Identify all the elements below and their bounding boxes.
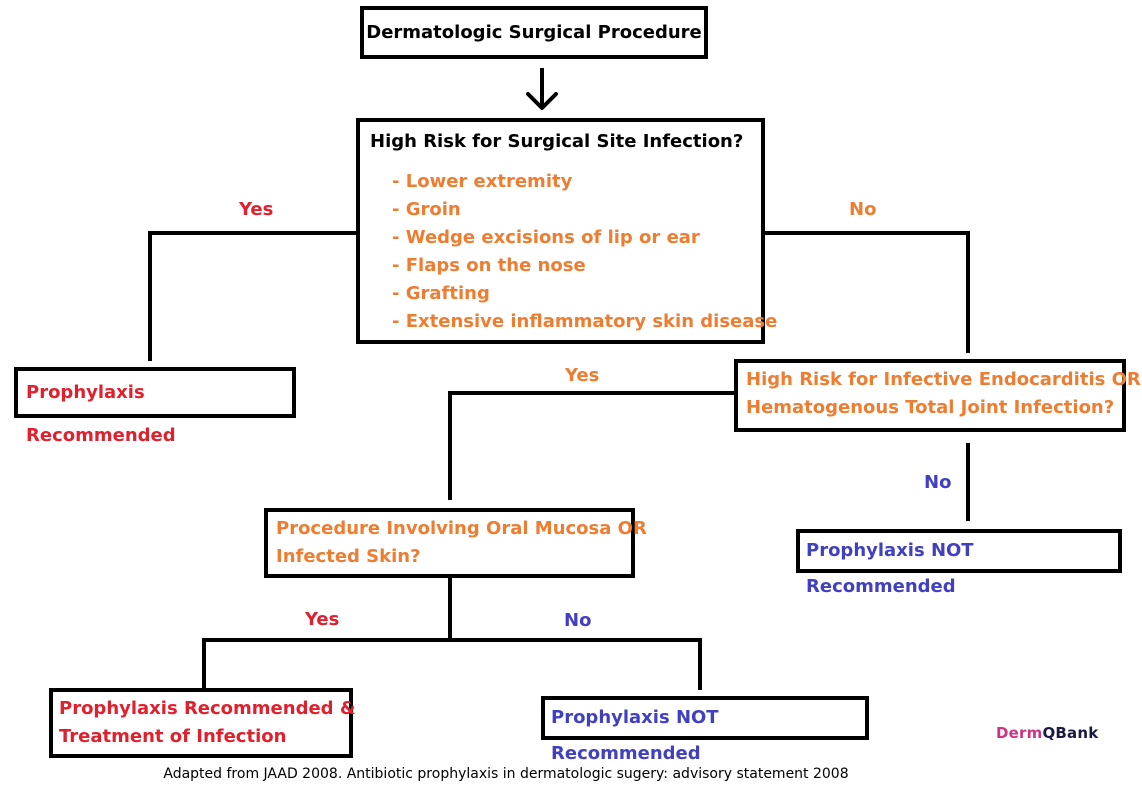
result-line-2: Treatment of Infection (59, 726, 287, 747)
q3-yes-label: Yes (305, 609, 340, 630)
risk-factor-list: - Lower extremity - Groin - Wedge excision… (370, 168, 778, 336)
risk-factor-item: - Lower extremity (392, 171, 573, 192)
result-text: Prophylaxis NOT Recommended (551, 707, 719, 764)
q3-no-label: No (564, 610, 592, 631)
risk-factor-item: - Flaps on the nose (392, 255, 586, 276)
question-surgical-site-infection: High Risk for Surgical Site Infection? -… (356, 118, 778, 344)
result-text: Prophylaxis Recommended (26, 382, 176, 446)
q2-no-label: No (924, 472, 952, 493)
dermqbank-logo: DermQBank (996, 724, 1098, 742)
q1-yes-connector (148, 231, 358, 361)
question-endocarditis-joint-infection: High Risk for Infective Endocarditis OR … (734, 359, 1141, 432)
result-prophylaxis-and-treatment: Prophylaxis Recommended & Treatment of I… (49, 688, 356, 758)
q1-no-connector (763, 231, 970, 353)
logo-part-derm: Derm (996, 724, 1043, 742)
risk-factor-item: - Groin (392, 199, 461, 220)
q2-yes-label: Yes (565, 365, 600, 386)
question-title: High Risk for Surgical Site Infection? (370, 131, 744, 152)
risk-factor-item: - Extensive inflammatory skin disease (392, 311, 778, 332)
result-text: Prophylaxis NOT Recommended (806, 540, 974, 597)
source-caption: Adapted from JAAD 2008. Antibiotic proph… (163, 766, 849, 782)
risk-factor-item: - Wedge excisions of lip or ear (392, 227, 700, 248)
result-line-1: Prophylaxis Recommended & (59, 698, 356, 719)
question-line-1: High Risk for Infective Endocarditis OR (746, 369, 1141, 390)
result-prophylaxis-not-recommended-right: Prophylaxis NOT Recommended (796, 529, 1122, 597)
root-node-text: Dermatologic Surgical Procedure (366, 22, 702, 43)
root-arrow-head (526, 92, 558, 110)
question-oral-mucosa-infected-skin: Procedure Involving Oral Mucosa OR Infec… (264, 508, 647, 578)
q2-yes-connector (448, 391, 738, 500)
result-prophylaxis-not-recommended-bottom: Prophylaxis NOT Recommended (541, 696, 869, 764)
question-line-1: Procedure Involving Oral Mucosa OR (276, 518, 647, 539)
q3-no-connector (448, 638, 702, 690)
question-line-2: Infected Skin? (276, 546, 421, 567)
risk-factor-item: - Grafting (392, 283, 490, 304)
result-prophylaxis-recommended: Prophylaxis Recommended (14, 367, 296, 446)
q1-yes-label: Yes (239, 199, 274, 220)
q1-no-label: No (849, 199, 877, 220)
logo-part-q: Q (1042, 724, 1056, 742)
logo-part-bank: Bank (1055, 724, 1099, 742)
q3-yes-connector (202, 638, 452, 688)
question-line-2: Hematogenous Total Joint Infection? (746, 397, 1115, 418)
root-node: Dermatologic Surgical Procedure (360, 6, 708, 59)
